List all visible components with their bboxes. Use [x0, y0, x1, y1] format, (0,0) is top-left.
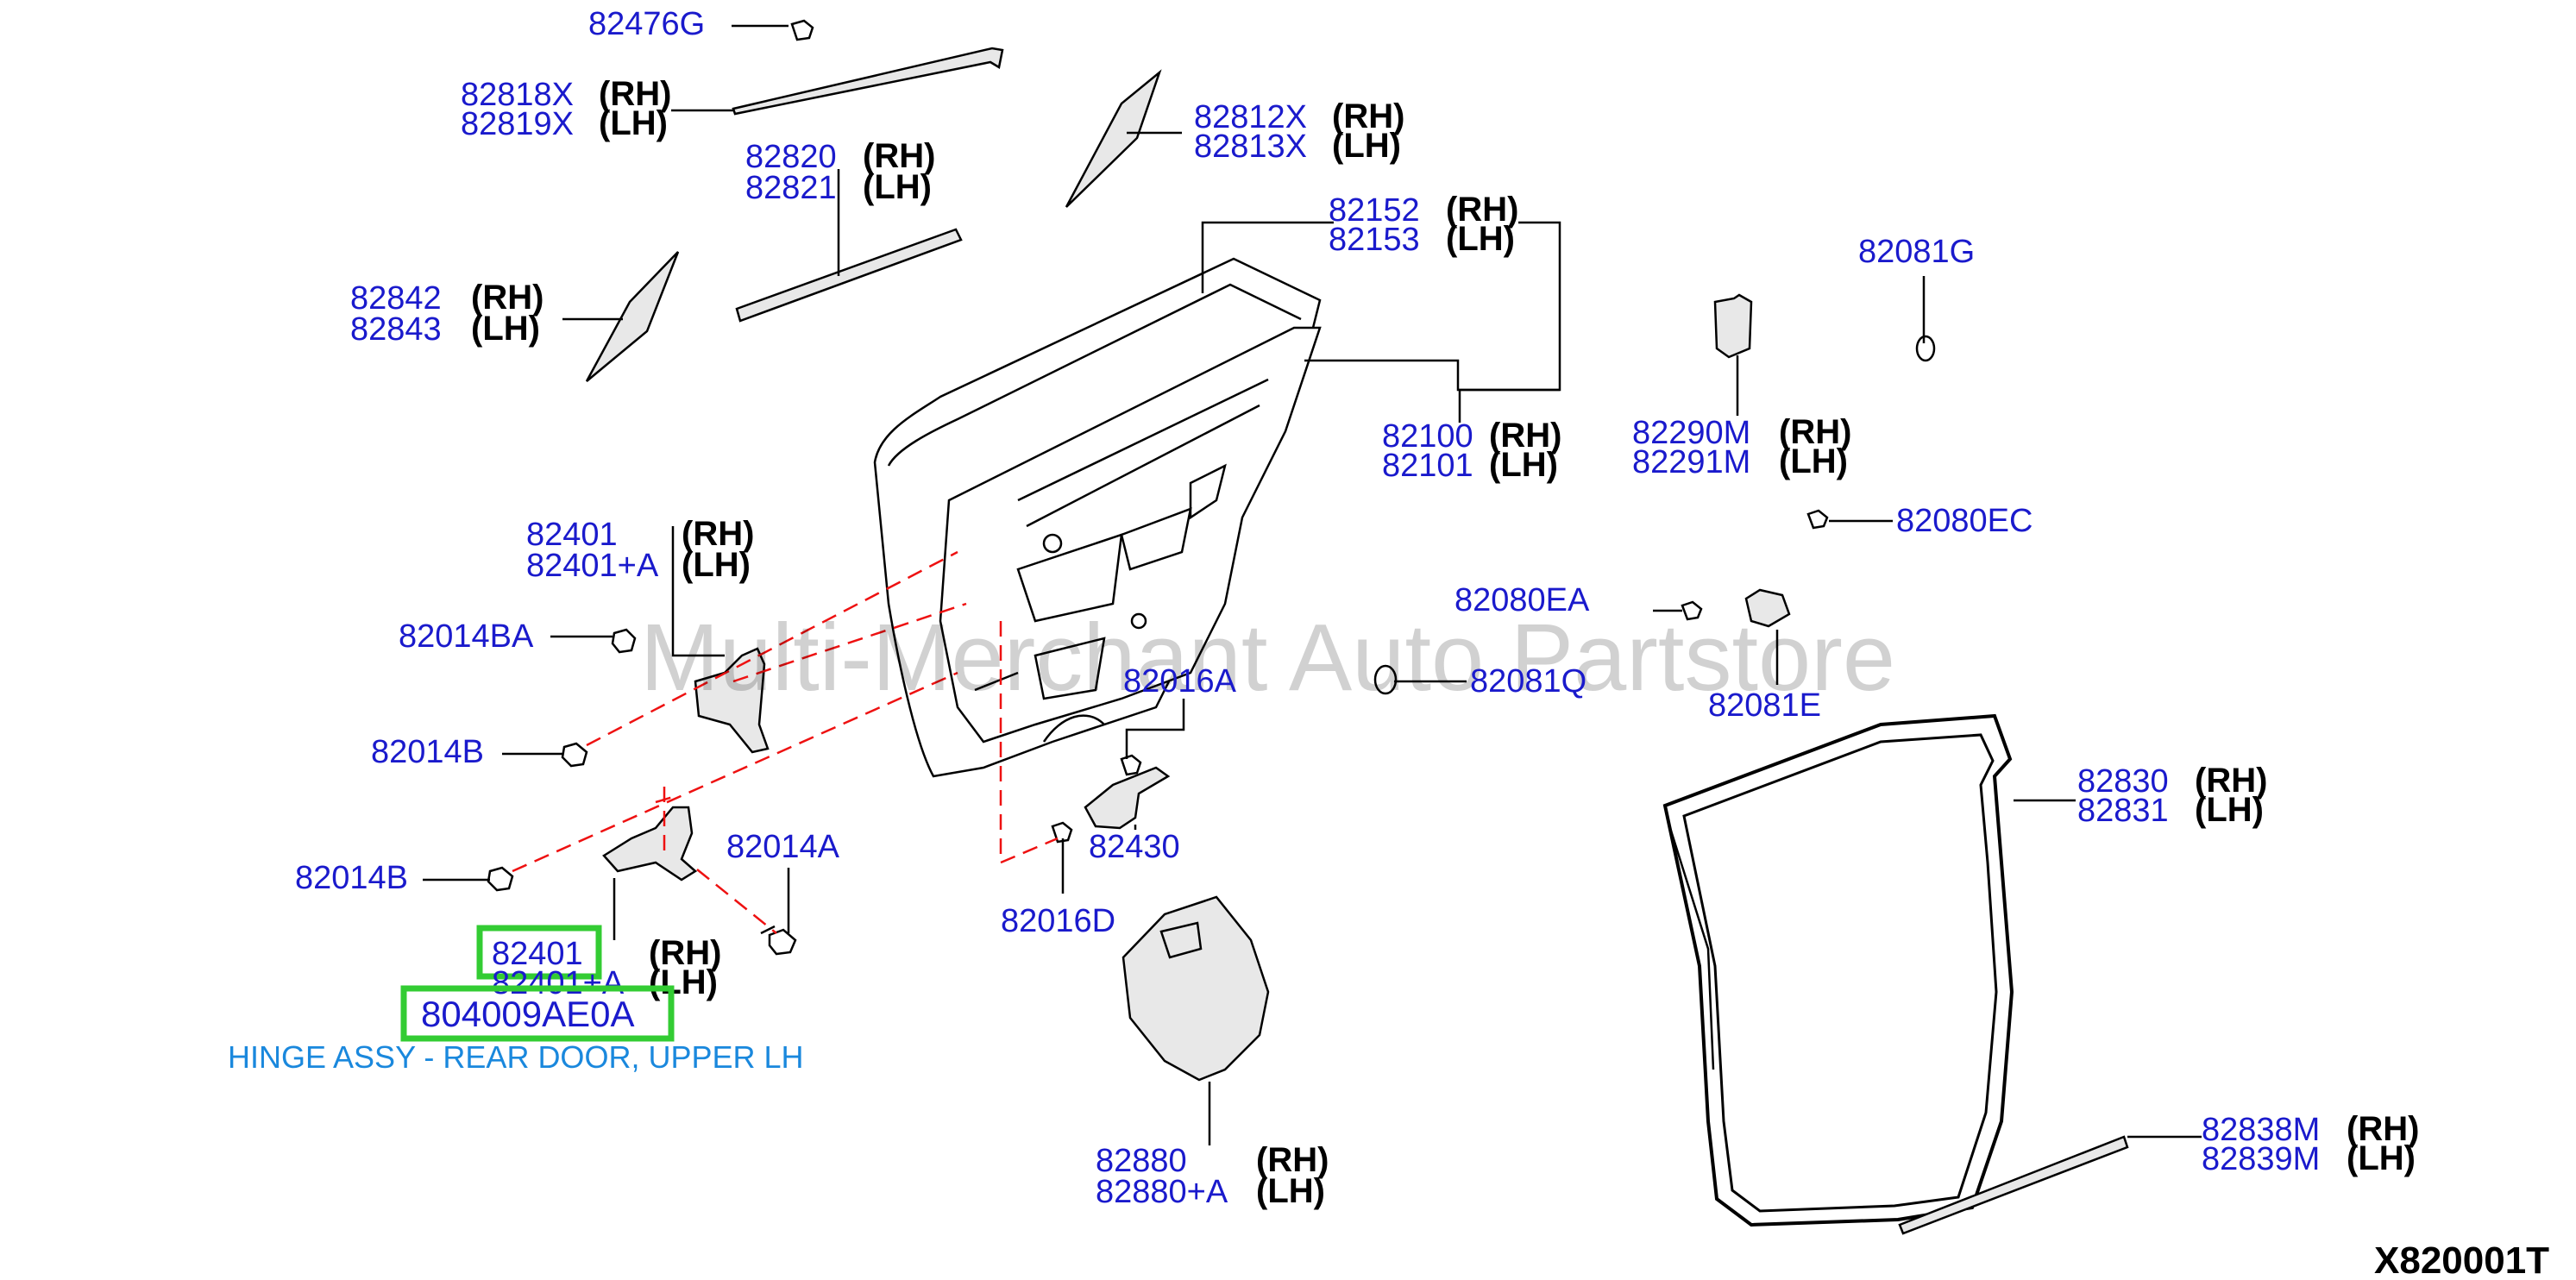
- label-82401A-upper[interactable]: 82401+A: [526, 548, 659, 584]
- label-82830[interactable]: 82830: [2077, 763, 2169, 800]
- side-rh: (RH): [649, 934, 721, 972]
- label-82831[interactable]: 82831: [2077, 793, 2169, 829]
- plug-82080EC: [1806, 509, 1829, 530]
- weatherstrip-82830: [1662, 713, 2014, 1227]
- label-82016A[interactable]: 82016A: [1123, 663, 1237, 700]
- clip-82476G: [790, 19, 814, 41]
- label-82819X[interactable]: 82819X: [461, 106, 574, 142]
- side-lh: (LH): [2347, 1139, 2416, 1177]
- label-82153[interactable]: 82153: [1329, 222, 1420, 258]
- bolt-82014B-upper: [561, 742, 588, 768]
- side-lh: (LH): [682, 546, 751, 584]
- plug-82080EA: [1681, 600, 1703, 621]
- label-82838M[interactable]: 82838M: [2202, 1112, 2320, 1148]
- side-rh: (RH): [2347, 1110, 2419, 1148]
- label-82812X[interactable]: 82812X: [1194, 99, 1307, 135]
- side-rh: (RH): [863, 137, 935, 175]
- side-rh: (RH): [471, 279, 543, 317]
- sash-82812X: [1065, 69, 1162, 208]
- rear-door-82100: [873, 257, 1322, 778]
- label-82820[interactable]: 82820: [745, 139, 837, 175]
- side-lh: (LH): [1332, 127, 1401, 165]
- weatherstrip-82820: [735, 228, 963, 323]
- label-82821[interactable]: 82821: [745, 170, 837, 206]
- label-82818X[interactable]: 82818X: [461, 77, 574, 113]
- label-82014B-lower[interactable]: 82014B: [295, 860, 408, 896]
- lower-hinge-82401: [602, 806, 698, 882]
- grommet-82081G: [1915, 335, 1936, 362]
- side-rh: (RH): [1779, 413, 1851, 451]
- label-82290M[interactable]: 82290M: [1632, 415, 1750, 451]
- side-rh: (RH): [1332, 97, 1404, 135]
- side-rh: (RH): [682, 515, 754, 553]
- bolt-82014B-lower: [487, 866, 514, 892]
- label-82152[interactable]: 82152: [1329, 192, 1420, 229]
- strip-82838M: [1898, 1135, 2129, 1235]
- sash-82842: [585, 251, 680, 382]
- side-rh: (RH): [2195, 762, 2267, 800]
- side-lh: (LH): [1256, 1172, 1325, 1210]
- side-lh: (LH): [2195, 791, 2264, 829]
- side-rh: (RH): [1446, 191, 1518, 229]
- label-82081G[interactable]: 82081G: [1858, 234, 1975, 270]
- bracket-82290M: [1713, 293, 1753, 359]
- label-82880A[interactable]: 82880+A: [1096, 1174, 1228, 1210]
- label-82081E[interactable]: 82081E: [1708, 687, 1821, 724]
- seal-82081Q: [1373, 664, 1398, 695]
- label-82291M[interactable]: 82291M: [1632, 444, 1750, 480]
- highlighted-part-description: HINGE ASSY - REAR DOOR, UPPER LH: [228, 1039, 804, 1075]
- label-82100[interactable]: 82100: [1382, 418, 1473, 455]
- label-82014BA[interactable]: 82014BA: [399, 618, 534, 655]
- side-lh: (LH): [599, 104, 668, 142]
- label-82842[interactable]: 82842: [350, 280, 442, 317]
- label-82430[interactable]: 82430: [1089, 829, 1180, 865]
- side-rh: (RH): [1489, 417, 1561, 455]
- nut-82014BA: [611, 628, 637, 654]
- label-82014A[interactable]: 82014A: [726, 829, 840, 865]
- label-82401A-lower[interactable]: 82401+A: [492, 965, 625, 1001]
- side-rh: (RH): [1256, 1141, 1329, 1179]
- side-lh: (LH): [1779, 442, 1848, 480]
- label-82476G[interactable]: 82476G: [588, 6, 705, 42]
- label-82101[interactable]: 82101: [1382, 448, 1473, 484]
- label-82843[interactable]: 82843: [350, 311, 442, 348]
- sealing-screen-82880: [1122, 895, 1270, 1082]
- highlighted-part-number[interactable]: 804009AE0A: [421, 994, 635, 1034]
- bolt-82014A: [768, 928, 797, 956]
- label-82401-upper[interactable]: 82401: [526, 517, 618, 553]
- label-82080EA[interactable]: 82080EA: [1454, 582, 1590, 618]
- label-82813X[interactable]: 82813X: [1194, 129, 1307, 165]
- label-82016D[interactable]: 82016D: [1001, 903, 1115, 939]
- side-lh: (LH): [471, 310, 540, 348]
- side-lh: (LH): [863, 168, 932, 206]
- side-rh: (RH): [599, 75, 671, 113]
- side-lh: (LH): [1489, 446, 1558, 484]
- label-82880[interactable]: 82880: [1096, 1143, 1187, 1179]
- label-82014B-upper[interactable]: 82014B: [371, 734, 484, 770]
- diagram-code: X820001T: [2374, 1239, 2549, 1280]
- moulding-82818X: [732, 47, 1004, 116]
- highlight-box-82401: [476, 925, 602, 980]
- highlight-box-part-number: [400, 985, 675, 1042]
- watermark: Multi-Merchant Auto Partstore: [640, 605, 1895, 711]
- check-link-82430: [1084, 766, 1171, 830]
- label-82081Q[interactable]: 82081Q: [1470, 663, 1586, 700]
- label-82401-lower[interactable]: 82401: [492, 936, 583, 972]
- upper-hinge-82401: [694, 647, 770, 754]
- clip-82081E: [1744, 588, 1791, 628]
- side-lh: (LH): [649, 963, 718, 1001]
- label-82080EC[interactable]: 82080EC: [1896, 503, 2033, 539]
- bolt-82016A: [1120, 754, 1142, 776]
- side-lh: (LH): [1446, 220, 1515, 258]
- label-82839M[interactable]: 82839M: [2202, 1141, 2320, 1177]
